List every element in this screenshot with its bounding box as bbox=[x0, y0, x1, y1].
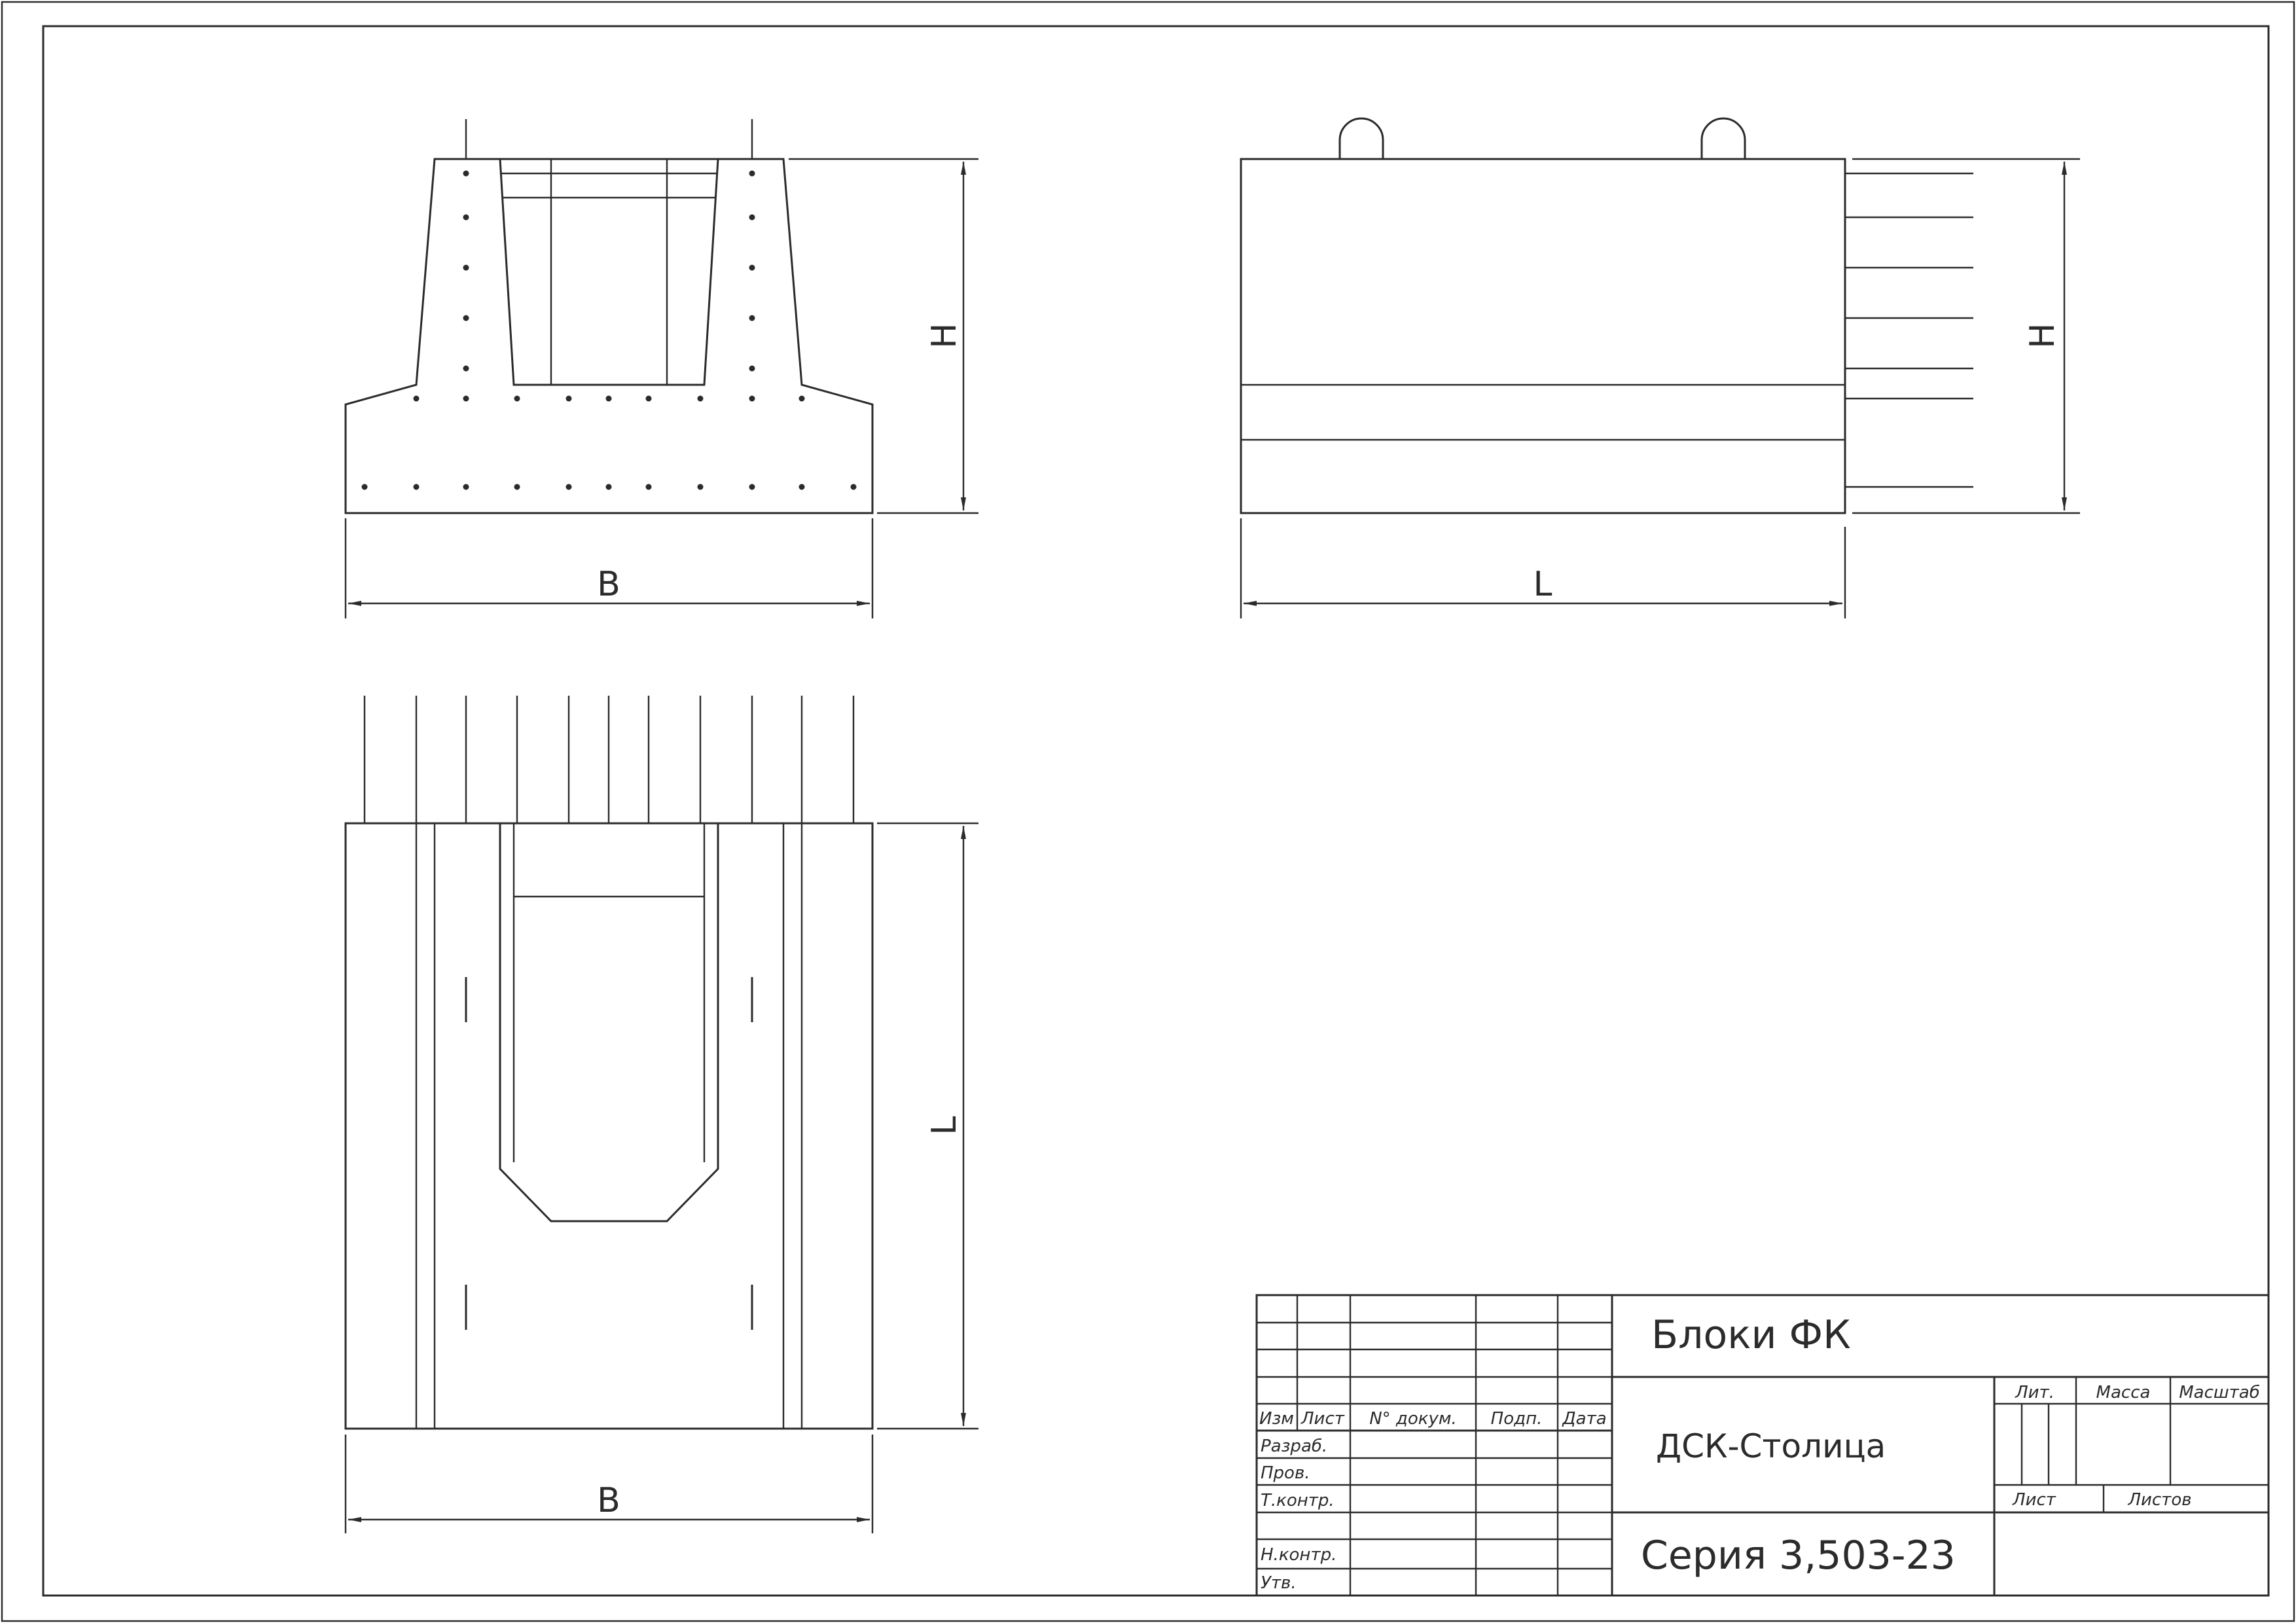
tb-checked: Пров. bbox=[1261, 1463, 1310, 1483]
tb-izm-header: Изм bbox=[1259, 1409, 1294, 1429]
plan-width-label: B bbox=[597, 1481, 620, 1520]
drawing-frame bbox=[42, 25, 2270, 1597]
tb-title: Блоки ФК bbox=[1651, 1312, 1851, 1358]
tb-list-header: Лист bbox=[1300, 1409, 1345, 1429]
plan-length-label: L bbox=[925, 1116, 964, 1135]
front-view: H B bbox=[344, 119, 978, 618]
plan-rebar-lines bbox=[363, 696, 855, 823]
tb-approved: Утв. bbox=[1261, 1573, 1297, 1593]
tb-scale-header: Масштаб bbox=[2179, 1383, 2260, 1402]
tb-mass-header: Масса bbox=[2096, 1383, 2151, 1402]
front-rebar-dots bbox=[361, 170, 857, 490]
side-rebar-lines bbox=[1845, 172, 1973, 488]
title-block: Изм Лист N° докум. Подп. Дата Разраб. Пр… bbox=[1255, 1294, 2270, 1597]
tb-organization: ДСК-Столица bbox=[1656, 1427, 1886, 1465]
tb-sign-header: Подп. bbox=[1491, 1409, 1543, 1429]
tb-date-header: Дата bbox=[1562, 1409, 1606, 1429]
side-height-label: H bbox=[2023, 323, 2062, 348]
front-width-label: B bbox=[597, 565, 620, 604]
tb-tech-control: Т.контр. bbox=[1261, 1491, 1335, 1510]
side-view: H L bbox=[1240, 117, 2080, 618]
tb-developed: Разраб. bbox=[1261, 1436, 1327, 1456]
front-height-label: H bbox=[925, 323, 964, 348]
tb-doc-header: N° докум. bbox=[1369, 1409, 1457, 1429]
tb-series: Серия 3,503-23 bbox=[1641, 1533, 1956, 1578]
tb-lit-header: Лит. bbox=[2015, 1383, 2054, 1402]
tb-sheet-header: Лист bbox=[2012, 1490, 2056, 1510]
tb-norm-control: Н.контр. bbox=[1261, 1545, 1336, 1565]
tb-sheets-header: Листов bbox=[2127, 1490, 2191, 1510]
side-length-label: L bbox=[1534, 565, 1552, 604]
plan-view: L B bbox=[344, 696, 978, 1533]
